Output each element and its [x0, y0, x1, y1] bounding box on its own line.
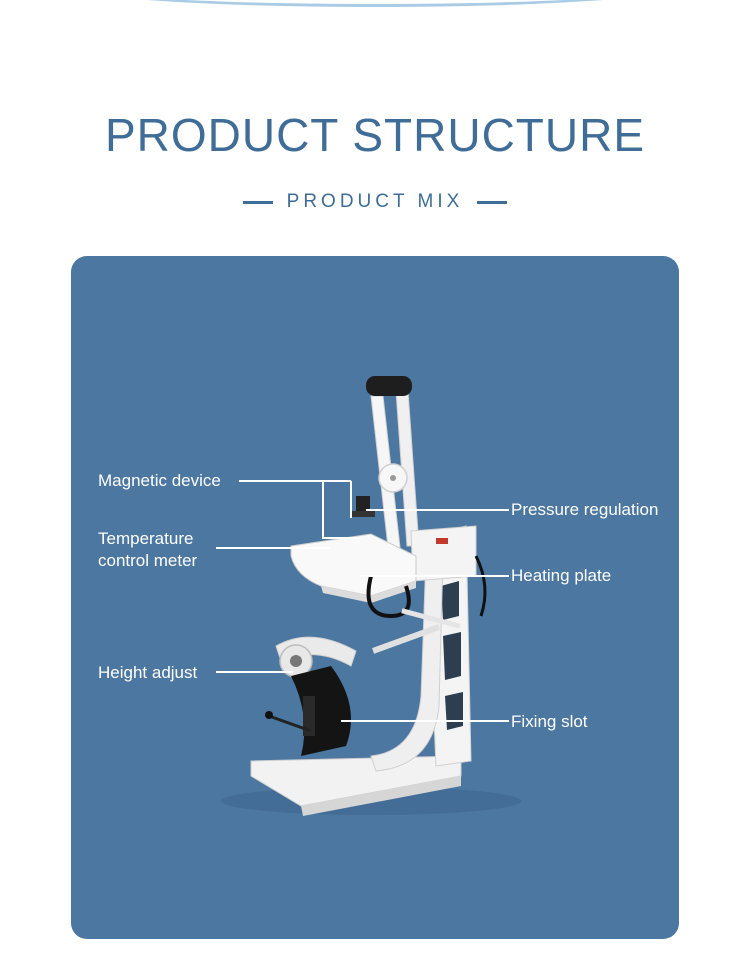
- label-heating-plate: Heating plate: [511, 566, 612, 585]
- page-subtitle: PRODUCT MIX: [286, 191, 464, 212]
- label-temperature-control-line1: Temperature: [98, 529, 194, 548]
- label-height-adjust: Height adjust: [98, 663, 198, 682]
- page-title: PRODUCT STRUCTURE: [104, 109, 646, 161]
- label-magnetic-device: Magnetic device: [98, 471, 221, 490]
- subtitle-dash-right: [477, 200, 508, 204]
- label-pressure-regulation: Pressure regulation: [511, 500, 659, 519]
- subtitle-row: PRODUCT MIX: [0, 188, 750, 216]
- top-decorative-arc: [55, 0, 695, 7]
- product-diagram-panel: Magnetic device Temperature control mete…: [71, 256, 679, 939]
- label-temperature-control-line2: control meter: [98, 551, 198, 570]
- subtitle-dash-left: [242, 200, 273, 204]
- heat-press-machine-illustration: [216, 376, 521, 816]
- label-fixing-slot: Fixing slot: [511, 712, 588, 731]
